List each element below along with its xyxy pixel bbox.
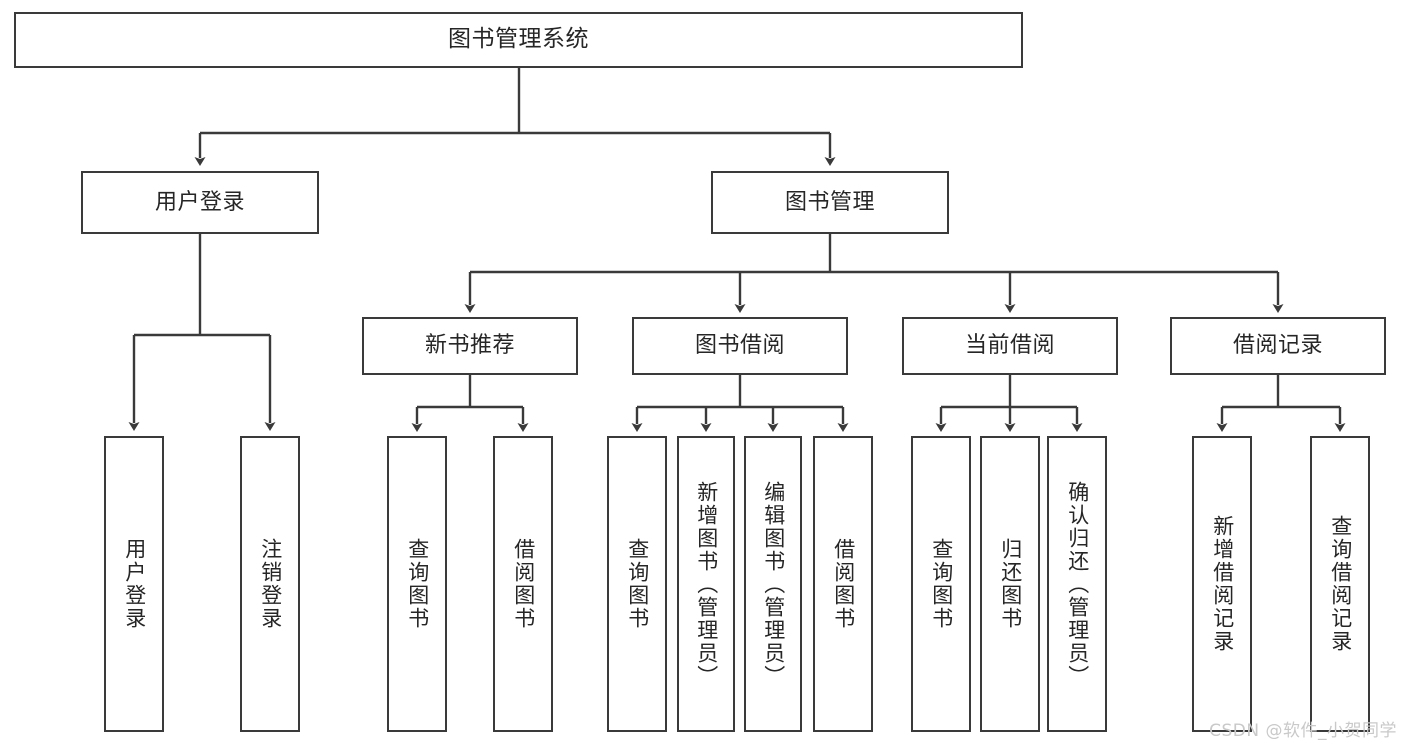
node-label: 借阅图书 (831, 538, 856, 630)
node-leaf-confirm-return-admin[interactable]: 确认归还（管理员） (1047, 436, 1107, 732)
node-label: 用户登录 (154, 189, 245, 215)
node-label: 查询图书 (929, 538, 954, 630)
node-label: 图书管理 (784, 189, 875, 215)
node-label: 新增借阅记录 (1210, 515, 1235, 653)
node-label: 注销登录 (258, 538, 283, 630)
node-new-book-recommend[interactable]: 新书推荐 (362, 317, 578, 375)
node-user-login[interactable]: 用户登录 (81, 171, 319, 234)
node-leaf-add-book-admin[interactable]: 新增图书（管理员） (677, 436, 735, 732)
node-label: 图书管理系统 (448, 26, 589, 53)
node-label: 确认归还（管理员） (1065, 480, 1090, 688)
node-book-management-system[interactable]: 图书管理系统 (14, 12, 1023, 68)
node-leaf-add-borrow-record[interactable]: 新增借阅记录 (1192, 436, 1252, 732)
node-label: 借阅记录 (1232, 333, 1323, 359)
node-label: 查询图书 (625, 538, 650, 630)
node-label: 借阅图书 (511, 538, 536, 630)
node-leaf-borrow-book-recommend[interactable]: 借阅图书 (493, 436, 553, 732)
node-label: 新增图书（管理员） (694, 480, 719, 688)
node-leaf-query-borrow-record[interactable]: 查询借阅记录 (1310, 436, 1370, 732)
node-label: 新书推荐 (424, 333, 515, 359)
node-book-management[interactable]: 图书管理 (711, 171, 949, 234)
node-label: 用户登录 (122, 538, 147, 630)
node-leaf-user-login[interactable]: 用户登录 (104, 436, 164, 732)
node-current-borrow[interactable]: 当前借阅 (902, 317, 1118, 375)
node-label: 查询借阅记录 (1328, 515, 1353, 653)
node-leaf-return-book[interactable]: 归还图书 (980, 436, 1040, 732)
node-label: 编辑图书（管理员） (761, 480, 786, 688)
node-book-borrow[interactable]: 图书借阅 (632, 317, 848, 375)
node-leaf-logout[interactable]: 注销登录 (240, 436, 300, 732)
node-leaf-query-book-borrow[interactable]: 查询图书 (607, 436, 667, 732)
node-leaf-query-book-current[interactable]: 查询图书 (911, 436, 971, 732)
node-leaf-borrow-book[interactable]: 借阅图书 (813, 436, 873, 732)
node-label: 图书借阅 (694, 333, 785, 359)
node-label: 当前借阅 (964, 333, 1055, 359)
csdn-watermark: CSDN @软件_小贺同学 (1209, 721, 1397, 741)
node-leaf-query-book-recommend[interactable]: 查询图书 (387, 436, 447, 732)
node-leaf-edit-book-admin[interactable]: 编辑图书（管理员） (744, 436, 802, 732)
node-label: 归还图书 (998, 538, 1023, 630)
node-label: 查询图书 (405, 538, 430, 630)
node-borrow-record[interactable]: 借阅记录 (1170, 317, 1386, 375)
